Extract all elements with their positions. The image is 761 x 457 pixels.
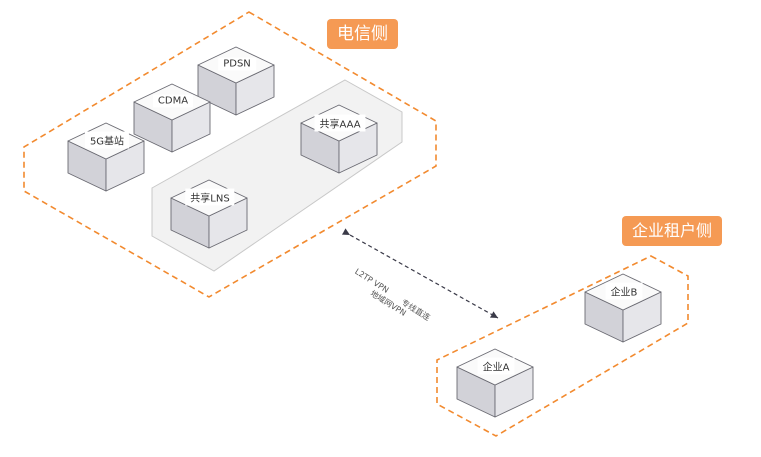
base-station-5g-label: 5G基站 bbox=[84, 131, 130, 149]
tenant-zone-title: 企业租户侧 bbox=[622, 216, 723, 246]
telecom-zone-border bbox=[23, 11, 437, 298]
tenant-zone-border bbox=[436, 255, 689, 437]
shared-lns-label: 共享LNS bbox=[185, 188, 235, 206]
pdsn-label: PDSN bbox=[218, 57, 256, 71]
cdma-label: CDMA bbox=[152, 94, 194, 108]
enterprise-a-label: 企业A bbox=[477, 357, 515, 375]
enterprise-b-label: 企业B bbox=[605, 282, 643, 300]
telecom-zone-title: 电信侧 bbox=[327, 19, 398, 49]
shared-aaa-label: 共享AAA bbox=[314, 114, 366, 132]
connection-arrow bbox=[341, 228, 499, 319]
